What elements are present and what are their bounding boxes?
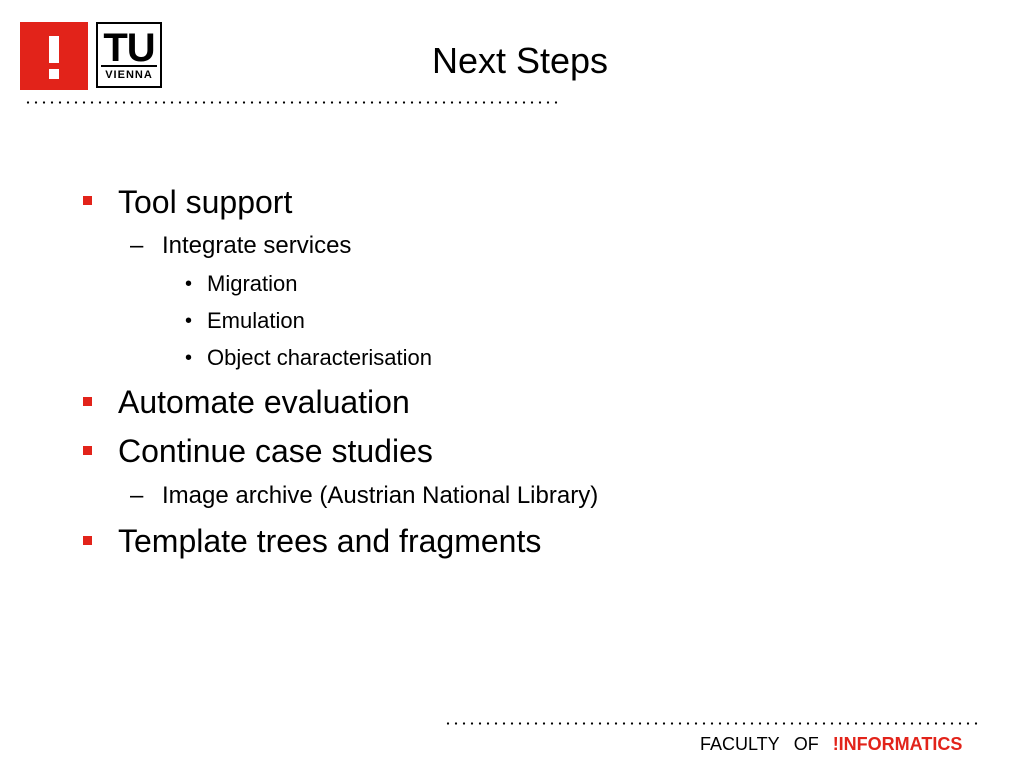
subsub-bullet-object-characterisation: Object characterisation (207, 345, 432, 370)
bullet-template-trees: Template trees and fragments (118, 523, 542, 559)
dot-bullet: • (185, 347, 193, 369)
dash-bullet: – (130, 232, 144, 259)
exclamation-logo-icon (20, 22, 88, 90)
tu-logo-city: VIENNA (101, 65, 157, 82)
bullet-automate-evaluation: Automate evaluation (118, 384, 410, 420)
red-square-icon (83, 536, 92, 545)
dash-bullet: – (130, 482, 144, 509)
subsub-bullet-migration: Migration (207, 271, 298, 296)
bullet-tool-support: Tool support (118, 184, 293, 220)
footer-faculty-label: FACULTY OF !INFORMATICS (700, 734, 962, 754)
exclamation-dot (49, 69, 59, 79)
tu-logo-letters: TU (103, 26, 155, 70)
sub-bullet-image-archive: Image archive (Austrian National Library… (162, 482, 599, 509)
footer-faculty: FACULTY (700, 734, 780, 754)
red-square-icon (83, 446, 92, 455)
red-square-icon (83, 397, 92, 406)
bullet-continue-case-studies: Continue case studies (118, 433, 433, 469)
dot-bullet: • (185, 273, 193, 295)
exclamation-bar (49, 36, 59, 63)
sub-bullet-integrate-services: Integrate services (162, 232, 352, 259)
red-square-icon (83, 196, 92, 205)
slide-title: Next Steps (431, 40, 609, 81)
subsub-bullet-emulation: Emulation (207, 308, 305, 333)
dot-bullet: • (185, 310, 193, 332)
tu-vienna-logo: TU VIENNA (96, 22, 162, 88)
footer-of: OF (793, 734, 819, 754)
title-divider (24, 101, 560, 104)
footer-informatics: !INFORMATICS (832, 734, 963, 754)
footer-divider (444, 722, 980, 725)
